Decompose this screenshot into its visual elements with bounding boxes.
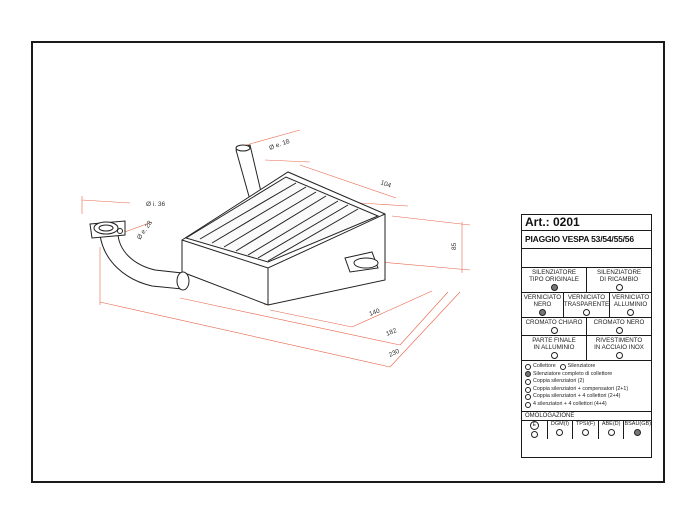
spec-panel: Art.: 0201 PIAGGIO VESPA 53/54/55/56 SIL…	[521, 214, 652, 458]
blank-row	[522, 249, 651, 268]
homologation-row: E DGM(I) TPSI(F) ABE(D) BSAU(GB)	[522, 419, 652, 439]
dim-pipe-diameter: Ø e. 28	[136, 219, 154, 241]
model-name: PIAGGIO VESPA 53/54/55/56	[522, 231, 651, 249]
homologation-dgm: DGM(I)	[547, 419, 574, 439]
drawing-frame	[31, 41, 665, 483]
dim-85: 85	[451, 242, 458, 250]
homologation-bsau: BSAU(GB)	[624, 419, 652, 439]
radio-chrome-light	[550, 327, 558, 334]
dim-104: 104	[379, 179, 392, 189]
homologation-e: E	[522, 419, 548, 439]
homologation-label: OMOLOGAZIONE	[525, 412, 575, 419]
list-item: Coppia silenziatori + 4 collettori (2+4)	[525, 393, 648, 401]
list-item: Collettore Silenziatore	[525, 363, 648, 371]
option-chrome-black: CROMATO NERO	[587, 318, 651, 335]
radio-original	[550, 284, 558, 291]
dim-182: 182	[385, 327, 398, 338]
option-list: Collettore Silenziatore Silenziatore com…	[522, 361, 651, 412]
article-number: Art.: 0201	[522, 215, 651, 231]
chrome-row: CROMATO CHIARO CROMATO NERO	[522, 318, 651, 336]
option-chrome-light: CROMATO CHIARO	[522, 318, 587, 335]
radio-stainless-cover	[615, 352, 623, 359]
radio-chrome-black	[615, 327, 623, 334]
radio-transparent	[583, 309, 590, 316]
homologation-tpsi: TPSI(F)	[573, 419, 599, 439]
list-item: Coppia silenziatori (2)	[525, 378, 648, 386]
homologation-abe: ABE(D)	[598, 419, 625, 439]
dim-140: 140	[368, 307, 381, 317]
list-item: Silenziatore completo di collettore	[525, 371, 648, 379]
list-item: 4 silenziatori + 4 collettori (4+4)	[525, 401, 648, 409]
list-item: Coppia silenziatori + compensatori (2+1)	[525, 386, 648, 394]
radio-replacement	[615, 284, 623, 291]
radio-aluminium-end	[550, 352, 558, 359]
dim-exit-diameter: Ø e. 18	[268, 138, 291, 152]
dim-inlet-diameter: Ø i. 36	[146, 201, 166, 208]
radio-aluminium	[627, 309, 635, 316]
dimension-lines	[81, 129, 471, 368]
radio-black	[538, 309, 546, 316]
muffler-body	[89, 144, 386, 306]
dim-230: 230	[388, 348, 401, 359]
